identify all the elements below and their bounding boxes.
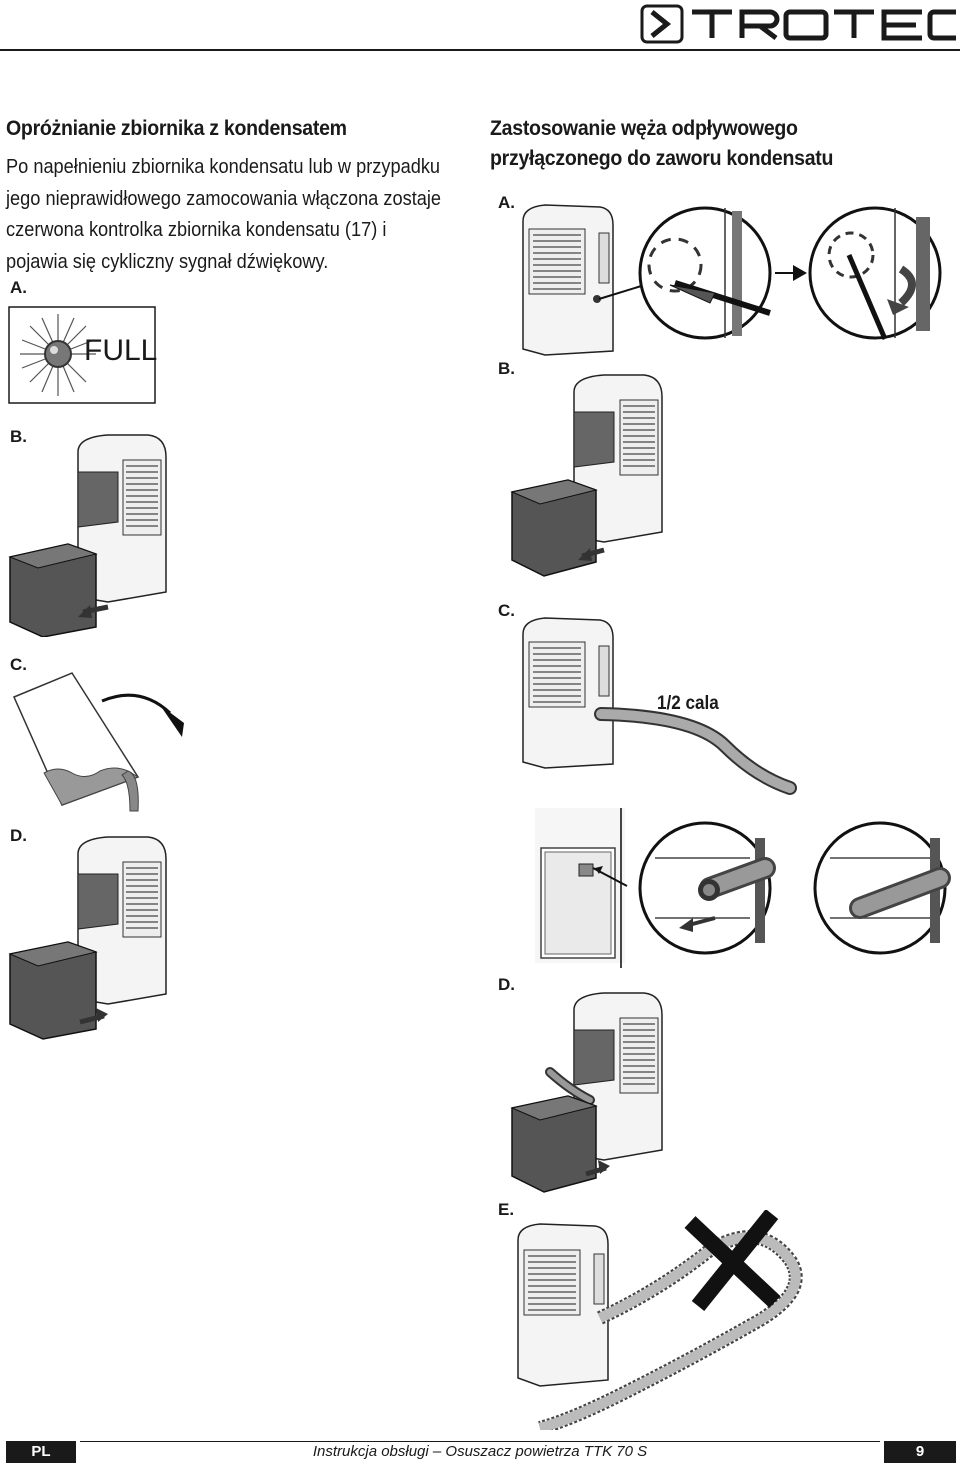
- section-heading-right-line2: przyłączonego do zaworu kondensatu: [490, 147, 834, 170]
- step-label-e-right: E.: [498, 1200, 515, 1219]
- body-line: pojawia się cykliczny sygnał dźwiękowy.: [6, 250, 329, 273]
- step-label-b-right: B.: [498, 359, 515, 378]
- tank-insert-illustration-right: [510, 992, 663, 1193]
- tank-removal-illustration-right: [510, 374, 663, 577]
- incorrect-hose-illustration: [517, 1210, 803, 1430]
- body-line: jego nieprawidłowego zamocowania włączon…: [6, 187, 442, 210]
- section-heading-left: Opróżnianie zbiornika z kondensatem: [6, 117, 347, 140]
- step-label-c-right: C.: [498, 601, 515, 620]
- body-paragraph: Po napełnieniu zbiornika kondensatu lub …: [6, 152, 461, 278]
- hose-connection-illustration: [522, 617, 797, 795]
- body-line: Po napełnieniu zbiornika kondensatu lub …: [6, 156, 441, 178]
- emptying-tank-illustration: [13, 672, 184, 812]
- step-label-c-left: C.: [10, 655, 27, 674]
- tank-insert-illustration: [8, 836, 167, 1040]
- hose-detail-illustration: [535, 808, 951, 968]
- hose-size-label: 1/2 cala: [657, 693, 719, 714]
- valve-cap-removal-illustration: [522, 204, 942, 356]
- full-label: FULL: [84, 334, 158, 367]
- step-label-d-left: D.: [10, 826, 27, 845]
- step-label-a-right: A.: [498, 193, 515, 212]
- body-line: czerwona kontrolka zbiornika kondensatu …: [6, 219, 387, 241]
- full-indicator-figure: [8, 306, 156, 404]
- page-footer: PL Instrukcja obsługi – Osuszacz powietr…: [0, 1441, 960, 1463]
- step-label-a-left: A.: [10, 278, 27, 297]
- header-rule: [0, 49, 960, 51]
- tank-removal-illustration: [8, 434, 167, 637]
- page-number: 9: [884, 1441, 956, 1463]
- trotec-logo: [640, 4, 956, 44]
- step-label-d-right: D.: [498, 975, 515, 994]
- document-title: Instrukcja obsługi – Osuszacz powietrza …: [80, 1441, 880, 1463]
- language-badge: PL: [6, 1441, 76, 1463]
- section-heading-right-line1: Zastosowanie węża odpływowego: [490, 117, 798, 140]
- step-label-b-left: B.: [10, 427, 27, 446]
